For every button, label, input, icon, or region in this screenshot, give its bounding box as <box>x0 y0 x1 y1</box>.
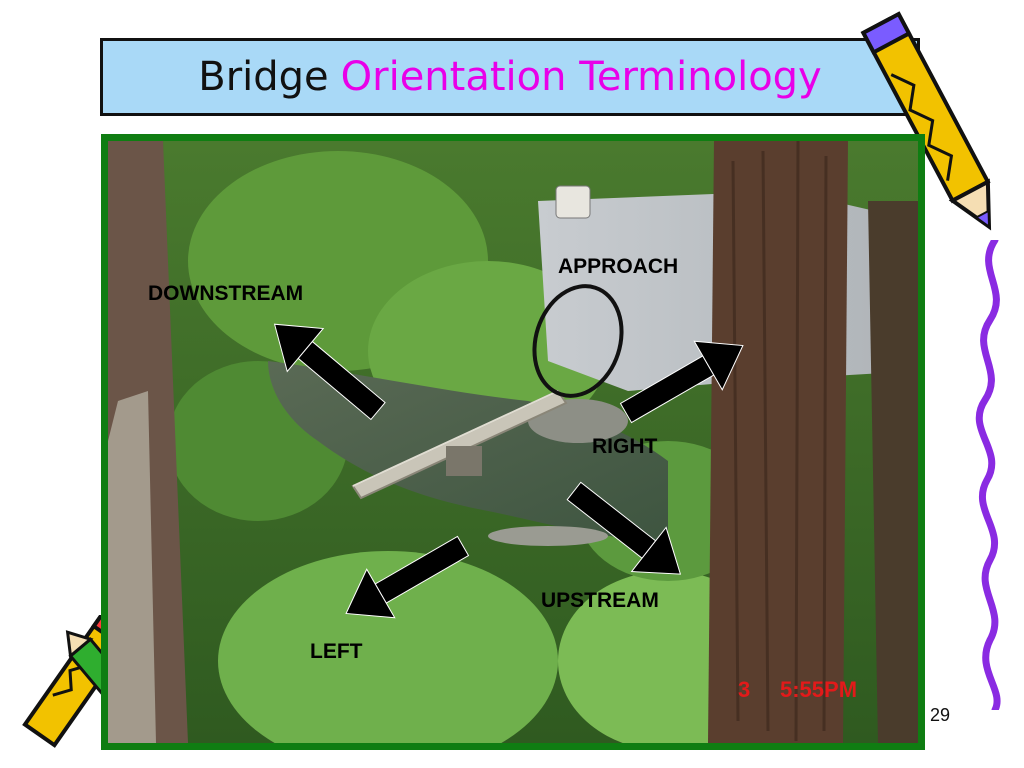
approach-marker <box>532 284 624 398</box>
label-left: LEFT <box>310 640 363 663</box>
label-upstream: UPSTREAM <box>541 589 659 612</box>
wavy-line-decoration <box>975 240 1001 710</box>
arrow-icon <box>273 323 744 619</box>
page-number: 29 <box>930 705 951 725</box>
label-downstream: DOWNSTREAM <box>148 282 304 305</box>
label-approach: APPROACH <box>558 255 679 278</box>
title-plain: Bridge <box>198 54 329 100</box>
label-right: RIGHT <box>592 435 658 458</box>
title-accent: Orientation Terminology <box>340 54 822 100</box>
slide-title: Bridge Orientation Terminology <box>100 38 920 116</box>
photo-timestamp-day: 3 <box>738 677 751 702</box>
photo-timestamp-time: 5:55PM <box>780 677 858 702</box>
pencil-icon-top-right <box>860 11 992 231</box>
river-bridge-photo <box>101 134 925 750</box>
